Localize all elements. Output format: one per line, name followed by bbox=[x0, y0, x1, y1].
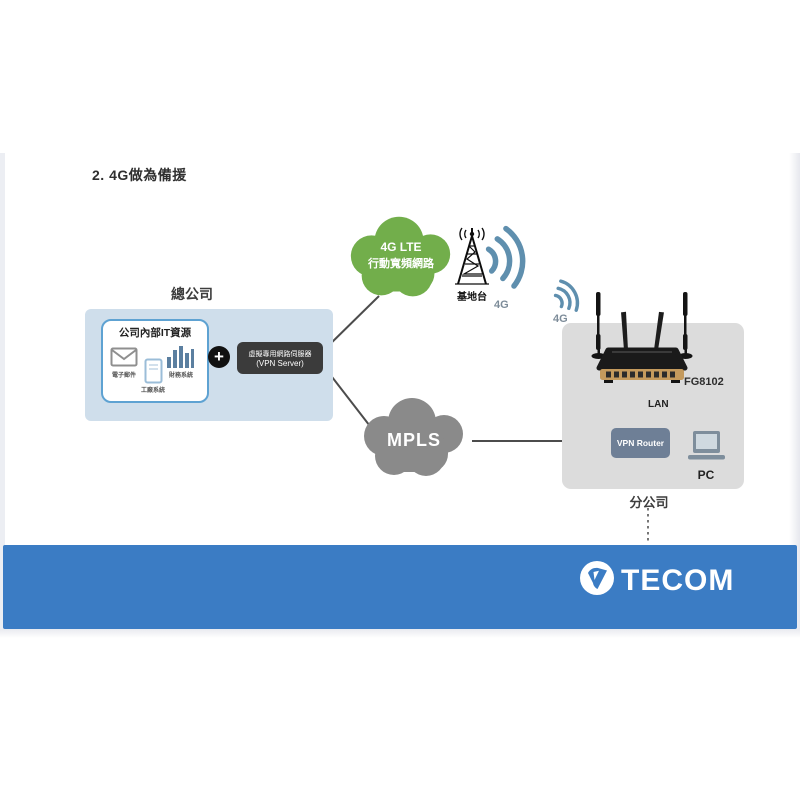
signal-large-label: 4G bbox=[494, 299, 509, 311]
lte-cloud: 4G LTE 行動寬頻網路 bbox=[342, 214, 460, 304]
router-icon bbox=[591, 292, 693, 383]
cloud-shape-green bbox=[350, 216, 451, 297]
page-title: 2. 4G做為備援 bbox=[92, 167, 187, 183]
cell-tower-icon bbox=[455, 227, 489, 285]
brand-name: TECOM bbox=[621, 564, 735, 597]
tecom-logo-icon bbox=[580, 561, 614, 595]
cloud-shape-gray bbox=[364, 398, 463, 476]
factory-label: 工廠系統 bbox=[140, 388, 165, 394]
vpn-server-subname: (VPN Server) bbox=[256, 358, 304, 368]
wifi-signal-large-icon bbox=[485, 225, 526, 289]
it-resources-title: 公司內部IT資源 bbox=[118, 327, 192, 339]
photo-right-edge bbox=[789, 153, 800, 635]
footer-band bbox=[3, 545, 797, 629]
lte-cloud-line1: 4G LTE bbox=[380, 240, 422, 254]
finance-label: 財務系統 bbox=[168, 373, 193, 379]
email-icon bbox=[110, 347, 138, 367]
hq-label: 總公司 bbox=[171, 286, 213, 302]
lte-cloud-line2: 行動寬頻網路 bbox=[368, 258, 434, 270]
wifi-signal-small-icon bbox=[553, 279, 580, 312]
router-model-label: FG8102 bbox=[684, 376, 724, 388]
laptop-icon bbox=[688, 431, 725, 460]
mpls-cloud: MPLS bbox=[352, 396, 476, 484]
vpn-server-name: 虛擬專用網路伺服器 bbox=[248, 350, 312, 358]
photo-bottom-edge bbox=[0, 629, 800, 638]
document-icon bbox=[144, 358, 163, 384]
signal-small-label: 4G bbox=[553, 313, 568, 325]
tower-label: 基地台 bbox=[457, 292, 487, 303]
bar-chart-icon bbox=[167, 346, 194, 368]
branch-label: 分公司 bbox=[629, 495, 669, 510]
mpls-label: MPLS bbox=[386, 430, 441, 450]
photo-left-edge bbox=[0, 153, 5, 635]
lan-label: LAN bbox=[648, 399, 669, 410]
vpn-router-box: VPN Router bbox=[611, 428, 670, 458]
vpn-server-box: 虛擬專用網路伺服器 (VPN Server) bbox=[237, 342, 323, 374]
email-label: 電子郵件 bbox=[111, 373, 136, 379]
pc-label: PC bbox=[697, 468, 715, 482]
it-resources-box: 公司內部IT資源 電子郵件 財務系統 工廠系統 bbox=[101, 319, 209, 403]
plus-icon: + bbox=[208, 346, 230, 368]
